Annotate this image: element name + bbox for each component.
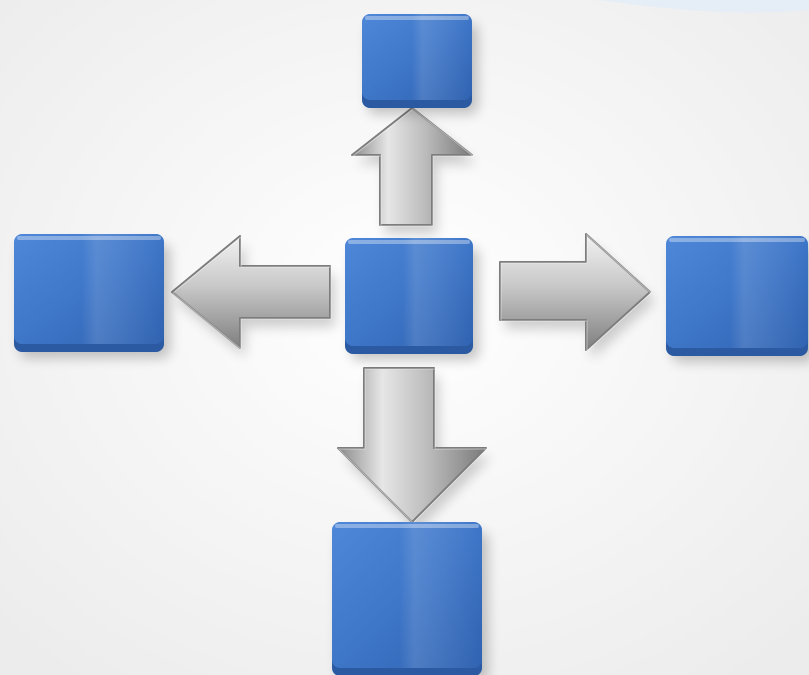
background-swoosh	[600, 0, 809, 13]
left-block	[14, 234, 170, 358]
arrow-up-icon	[351, 107, 477, 234]
right-block	[666, 236, 809, 362]
arrow-left-icon	[171, 235, 335, 357]
arrow-right-icon	[499, 233, 655, 359]
top-block	[362, 14, 478, 114]
center-block	[345, 238, 479, 360]
arrow-down-icon	[337, 367, 491, 531]
bottom-block	[332, 522, 488, 675]
